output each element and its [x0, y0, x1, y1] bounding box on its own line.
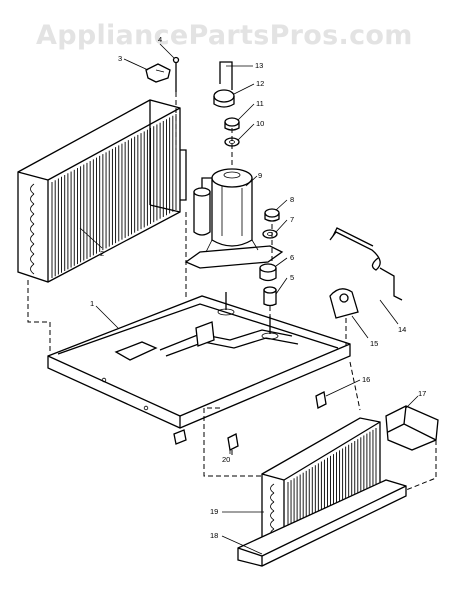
callout-10: 10 — [256, 119, 264, 128]
condenser-return-bend — [270, 492, 275, 503]
callout-numbers: 13 12 11 10 9 8 7 6 5 2 3 4 1 14 15 16 1… — [90, 35, 426, 540]
callout-1: 1 — [90, 299, 94, 308]
part-20-clip[interactable] — [227, 433, 239, 451]
evaporator-return-bend — [30, 223, 35, 235]
part-9-compressor[interactable] — [184, 168, 284, 269]
condenser-return-bend — [270, 501, 275, 512]
part-16-clip[interactable] — [315, 391, 327, 409]
part-17-shroud-bracket[interactable] — [385, 405, 439, 451]
callout-6: 6 — [290, 253, 294, 262]
callout-9: 9 — [258, 171, 262, 180]
callout-19: 19 — [210, 507, 218, 516]
part-4-screw[interactable] — [172, 56, 180, 93]
callout-16: 16 — [362, 375, 370, 384]
evaporator-return-bend — [30, 253, 35, 265]
callout-17: 17 — [418, 389, 426, 398]
part-8-nut[interactable] — [264, 208, 280, 222]
part-3-bracket[interactable] — [145, 63, 171, 83]
evaporator-return-bend — [30, 193, 35, 205]
part-18-condenser-base[interactable] — [237, 479, 407, 567]
evaporator-fins — [51, 114, 177, 278]
part-6-grommet[interactable] — [259, 263, 277, 282]
callout-14: 14 — [398, 325, 406, 334]
evaporator-return-bend — [30, 203, 35, 215]
callout-7: 7 — [290, 215, 294, 224]
callout-5: 5 — [290, 273, 294, 282]
callout-12: 12 — [256, 79, 264, 88]
part-14-tubing[interactable] — [329, 227, 403, 301]
callout-15: 15 — [370, 339, 378, 348]
callout-18: 18 — [210, 531, 218, 540]
evaporator-return-bend — [30, 233, 35, 245]
evaporator-return-bend — [30, 183, 35, 195]
callout-2: 2 — [100, 249, 104, 258]
part-2-evaporator-coil[interactable] — [17, 99, 187, 283]
condenser-return-bend — [270, 510, 275, 521]
callout-11: 11 — [256, 99, 264, 108]
part-15-mounting-bracket[interactable] — [329, 288, 359, 319]
condenser-return-bend — [270, 519, 275, 530]
callout-13: 13 — [255, 61, 263, 70]
part-5-sleeve[interactable] — [263, 286, 277, 307]
watermark-text: AppliancePartsPros.com — [36, 20, 413, 51]
callout-4: 4 — [158, 35, 162, 44]
part-7-washer[interactable] — [262, 229, 278, 239]
part-12-grommet[interactable] — [213, 89, 235, 108]
evaporator-return-bend — [30, 263, 35, 275]
callout-8: 8 — [290, 195, 294, 204]
part-1-base-pan[interactable] — [47, 292, 351, 445]
evaporator-return-bend — [30, 243, 35, 255]
part-13-clip[interactable] — [219, 61, 233, 90]
callout-20: 20 — [222, 455, 230, 464]
condenser-return-bend — [270, 483, 275, 494]
callout-3: 3 — [118, 54, 122, 63]
callout-leader-lines — [79, 43, 419, 555]
evaporator-return-bends — [30, 183, 35, 275]
assembly-guide-lines — [27, 92, 437, 491]
evaporator-return-bend — [30, 213, 35, 225]
